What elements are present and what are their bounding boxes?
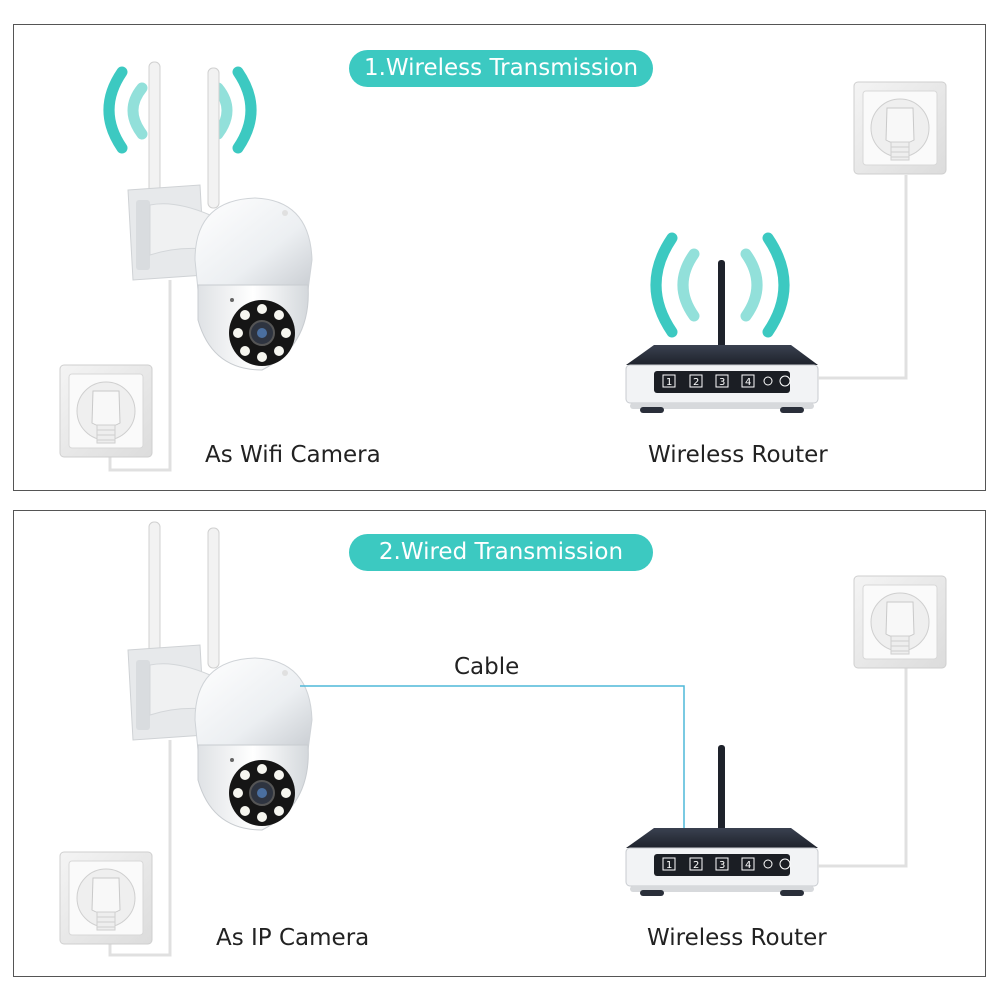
camera-wifi-signal-icon	[103, 66, 257, 154]
wired-transmission-panel	[13, 510, 986, 977]
wifi-camera-icon	[127, 61, 313, 371]
ip-camera-icon	[127, 521, 313, 831]
router1-wifi-led-icon	[763, 376, 773, 386]
ip-camera-label: As IP Camera	[216, 925, 370, 951]
router2-port-3: 3	[719, 860, 725, 871]
router-label-2: Wireless Router	[647, 925, 827, 951]
router1-port-1: 1	[666, 377, 672, 388]
router-power-socket-icon-1	[853, 81, 947, 175]
router1-port-2: 2	[693, 377, 699, 388]
ethernet-cable-line	[300, 685, 685, 835]
router-wifi-signal-icon	[650, 232, 790, 338]
router-label-1: Wireless Router	[648, 442, 828, 468]
router2-port-4: 4	[745, 860, 751, 871]
wifi-camera-label: As Wifi Camera	[205, 442, 381, 468]
router2-wifi-led-icon	[763, 859, 773, 869]
router-power-socket-icon-2	[853, 575, 947, 669]
router1-power-led-icon	[779, 375, 791, 387]
cable-label: Cable	[454, 654, 520, 680]
router2-port-1: 1	[666, 860, 672, 871]
router1-port-3: 3	[719, 377, 725, 388]
router2-port-2: 2	[693, 860, 699, 871]
section-title-wired: 2.Wired Transmission	[349, 534, 653, 571]
camera-power-socket-icon	[59, 364, 153, 458]
router-antenna-icon	[718, 260, 725, 360]
section-title-wireless: 1.Wireless Transmission	[349, 50, 653, 87]
router-antenna-icon-2	[718, 745, 725, 845]
camera-power-socket-icon-2	[59, 851, 153, 945]
router1-port-4: 4	[745, 377, 751, 388]
router2-power-led-icon	[779, 858, 791, 870]
